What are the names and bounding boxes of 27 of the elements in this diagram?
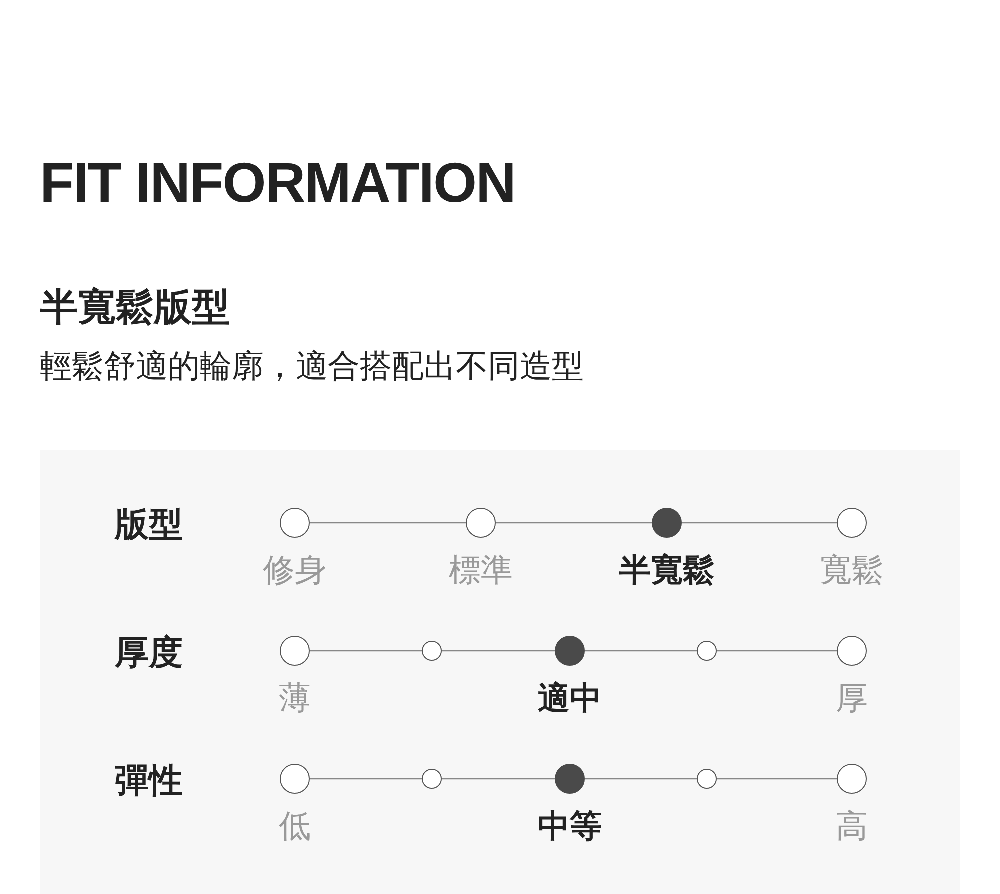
scale-line (310, 522, 466, 524)
scale-label: 薄 (279, 679, 311, 718)
description-text: 輕鬆舒適的輪廓，適合搭配出不同造型 (40, 347, 584, 386)
row-label: 厚度 (115, 633, 183, 674)
scale-line (442, 778, 555, 780)
scale-label: 中等 (538, 807, 602, 846)
row-label: 彈性 (115, 761, 183, 802)
scale-line (310, 650, 422, 652)
scale-label: 標準 (449, 551, 513, 590)
scale-label: 厚 (836, 679, 868, 718)
scale-label: 修身 (263, 551, 327, 590)
row-label: 版型 (115, 505, 183, 546)
scale-label: 低 (279, 807, 311, 846)
scale-line (496, 522, 652, 524)
scale-label: 適中 (538, 679, 602, 718)
scale-line (585, 650, 697, 652)
scale-line (717, 778, 837, 780)
scale-line (442, 650, 555, 652)
scale-line (310, 778, 422, 780)
scale-label: 半寬鬆 (619, 551, 715, 590)
subheading: 半寬鬆版型 (40, 286, 230, 331)
scale-label: 高 (836, 807, 868, 846)
scale-label: 寬鬆 (820, 551, 884, 590)
scale-line (717, 650, 837, 652)
page-title: FIT INFORMATION (40, 150, 516, 215)
scale-line (585, 778, 697, 780)
scale-line (682, 522, 837, 524)
